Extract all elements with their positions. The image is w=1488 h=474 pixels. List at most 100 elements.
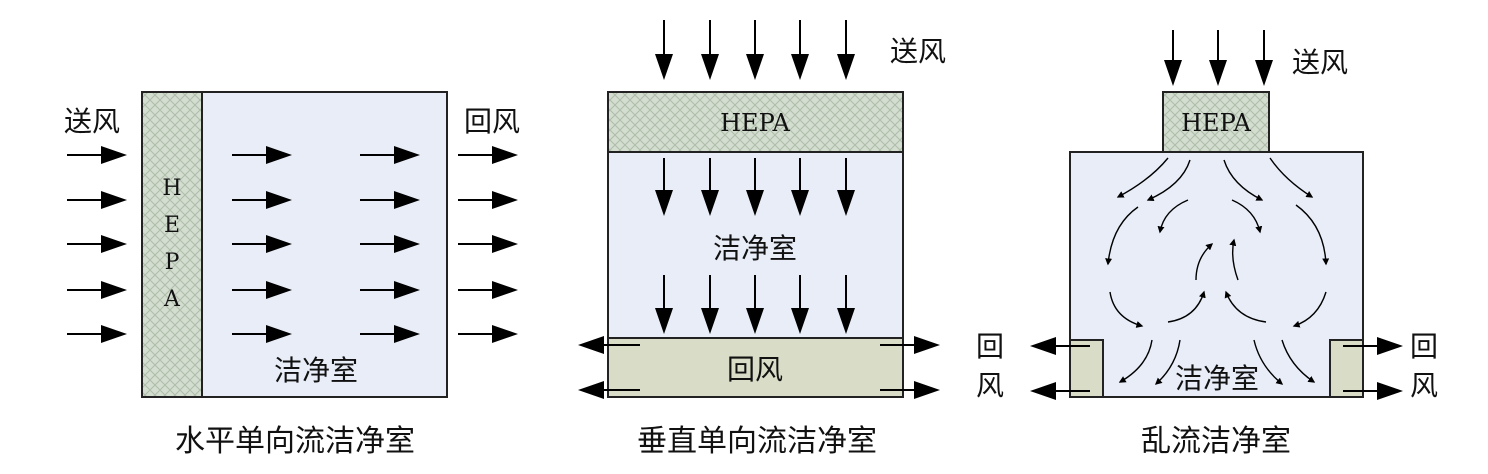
horizontal-return-label: 回风 (464, 105, 520, 138)
return-arrow-head (578, 381, 604, 399)
vertical-flow-diagram: HEPA 送风 洁净室 回风 垂直单向流洁净室 (578, 20, 946, 459)
turbulent-flow-arrow (1195, 243, 1214, 281)
hepa-letter: P (165, 250, 180, 275)
room-flow-arrow-head (655, 308, 673, 334)
vertical-hepa-label: HEPA (720, 109, 790, 137)
room-flow-arrow-head (837, 308, 855, 334)
supply-arrow-head (655, 54, 673, 80)
horizontal-hepa-letters: H E P A (162, 176, 181, 312)
turbulent-flow-arrow (1109, 291, 1144, 328)
supply-arrow-head (791, 54, 809, 80)
room-flow-arrow-head (266, 235, 292, 253)
turbulent-return-left-char: 风 (976, 369, 1004, 402)
supply-arrow-head (1164, 60, 1182, 86)
room-flow-arrow-head (746, 190, 764, 216)
turbulent-flow-arrow (1269, 157, 1314, 198)
turbulent-hepa-filter (1162, 91, 1270, 153)
turbulent-flow-arrow (1105, 206, 1139, 266)
return-arrow-head (1377, 337, 1403, 355)
horizontal-airflow-arrows (67, 146, 518, 343)
room-flow-arrow-head (394, 281, 420, 299)
turbulent-flow-arrow (1223, 159, 1264, 201)
return-arrow-head (1377, 382, 1403, 400)
return-arrow-head (492, 325, 518, 343)
room-flow-arrow-head (266, 325, 292, 343)
turbulent-flow-arrow (1154, 339, 1181, 385)
room-flow-arrow-head (701, 190, 719, 216)
hepa-letter: H (162, 176, 181, 201)
turbulent-flow-arrow (1224, 290, 1267, 323)
turbulent-return-right (1329, 339, 1364, 398)
room-flow-arrow-head (394, 191, 420, 209)
turbulent-return-left-char: 回 (976, 330, 1004, 363)
supply-arrow-head (746, 54, 764, 80)
hepa-letter: E (164, 213, 180, 238)
supply-arrow-head (101, 281, 127, 299)
room-flow-arrow-head (266, 191, 292, 209)
vertical-return-label: 回风 (727, 353, 783, 386)
room-flow-arrow-head (791, 190, 809, 216)
turbulent-flow-arrow (1118, 339, 1153, 383)
room-flow-arrow-head (791, 308, 809, 334)
vertical-return-plenum (607, 337, 904, 398)
room-flow-arrow-head (701, 308, 719, 334)
turbulent-supply-label: 送风 (1292, 46, 1348, 79)
turbulent-caption: 乱流洁净室 (1141, 424, 1291, 459)
supply-arrow-head (1255, 60, 1273, 86)
vertical-airflow-arrows (578, 20, 940, 399)
vertical-supply-label: 送风 (890, 35, 946, 68)
supply-arrow-head (101, 191, 127, 209)
supply-arrow-head (101, 235, 127, 253)
horizontal-hepa-filter (141, 91, 203, 398)
turbulent-return-left (1069, 339, 1104, 398)
turbulent-flow-arrow (1295, 204, 1330, 266)
turbulent-return-right-char: 回 (1410, 330, 1438, 363)
supply-arrow-head (101, 325, 127, 343)
return-arrow-head (578, 336, 604, 354)
room-flow-arrow-head (394, 146, 420, 164)
return-arrow-head (492, 235, 518, 253)
turbulent-flow-arrow (1292, 291, 1327, 328)
vertical-hepa-filter (607, 91, 904, 153)
supply-arrow-head (837, 54, 855, 80)
supply-arrow-head (701, 54, 719, 80)
turbulent-return-right-char: 风 (1410, 369, 1438, 402)
turbulent-flow-arrow (1281, 339, 1316, 383)
return-arrow-head (914, 336, 940, 354)
turbulent-flow-diagram: HEPA 送风 洁净室 回 风 回 风 乱流洁净室 (976, 30, 1438, 459)
return-arrow-head (1030, 382, 1056, 400)
turbulent-flow-arrow (1116, 157, 1169, 198)
vertical-caption: 垂直单向流洁净室 (637, 424, 877, 459)
turbulent-airflow-arrows (1030, 30, 1403, 400)
room-flow-arrow-head (655, 190, 673, 216)
supply-arrow-head (101, 146, 127, 164)
room-flow-arrow-head (746, 308, 764, 334)
room-flow-arrow-head (266, 146, 292, 164)
horizontal-room-label: 洁净室 (274, 354, 358, 387)
turbulent-flow-arrow (1157, 199, 1189, 234)
vertical-room-label: 洁净室 (713, 232, 797, 265)
supply-arrow-head (1209, 60, 1227, 86)
hepa-letter: A (163, 287, 181, 312)
room-flow-arrow-head (394, 325, 420, 343)
horizontal-supply-label: 送风 (64, 105, 120, 138)
return-arrow-head (914, 381, 940, 399)
turbulent-flow-arrow (1231, 199, 1263, 234)
horizontal-flow-diagram: 送风 回风 H E P A 洁净室 水平单向流洁净室 (64, 91, 520, 459)
turbulent-flow-arrow (1229, 238, 1239, 281)
room-flow-arrow-head (394, 235, 420, 253)
turbulent-room (1069, 151, 1364, 398)
room-flow-arrow-head (837, 190, 855, 216)
return-arrow-head (1030, 337, 1056, 355)
turbulent-room-label: 洁净室 (1175, 362, 1259, 395)
turbulent-flow-arrow (1253, 339, 1284, 385)
horizontal-caption: 水平单向流洁净室 (175, 424, 415, 459)
turbulent-flow-arrow (1146, 159, 1191, 201)
return-arrow-head (492, 281, 518, 299)
turbulent-flow-arrow (1167, 290, 1206, 323)
return-arrow-head (492, 146, 518, 164)
turbulent-hepa-label: HEPA (1181, 109, 1251, 137)
room-flow-arrow-head (266, 281, 292, 299)
return-arrow-head (492, 191, 518, 209)
